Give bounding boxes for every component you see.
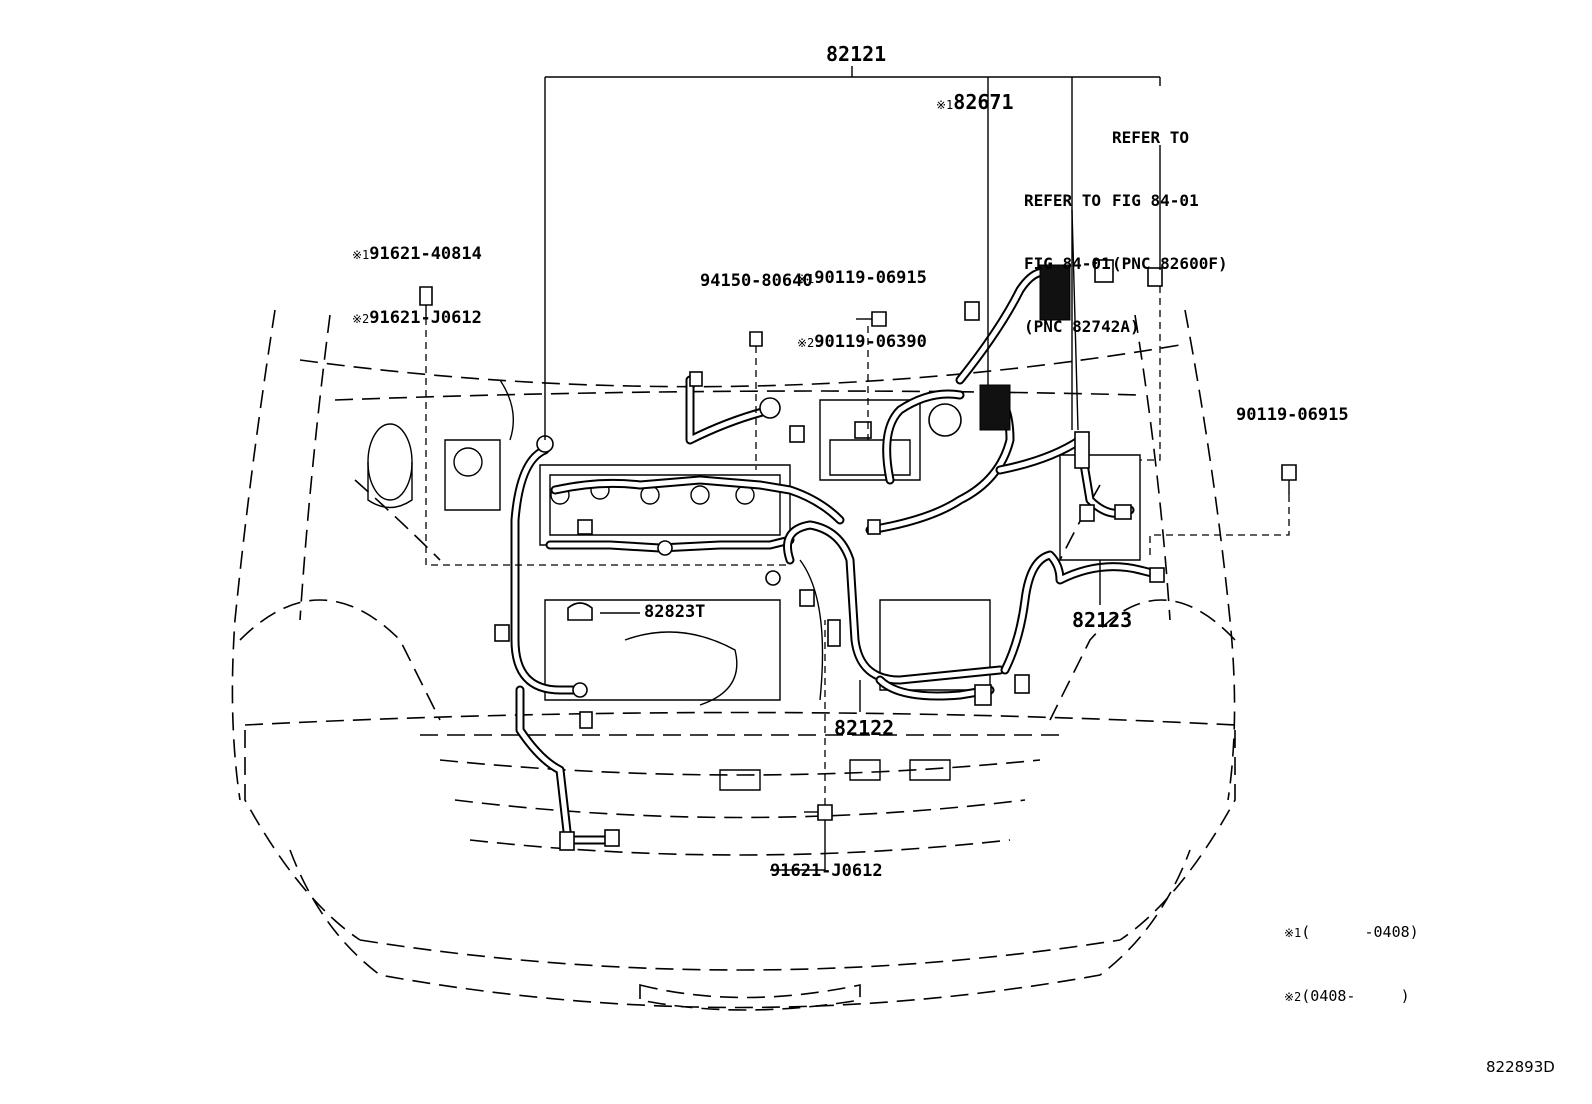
leader-lines — [425, 66, 1290, 871]
reference-line: REFER TO — [1112, 128, 1190, 147]
harness-82123 — [1000, 550, 1165, 675]
reference-note-82600f: REFER TO FIG 84-01 (PNC 82600F) — [1112, 85, 1228, 295]
variant-mark: ※1 — [352, 248, 370, 262]
part-number-82121: 82121 — [826, 42, 887, 66]
part-number-82123: 82123 — [1072, 608, 1133, 632]
legend-mark: ※1 — [1284, 926, 1302, 940]
connectors — [494, 259, 1165, 851]
legend-row: ※2(0408- ) — [1284, 986, 1419, 1008]
part-number-90119-06390: 90119-06390 — [814, 332, 927, 352]
variant-mark: ※1 — [797, 272, 815, 286]
figure-number: 822893D — [1486, 1058, 1555, 1076]
harness-82122 — [783, 520, 1005, 701]
part-number-91621-j0612-bottom: 91621-J0612 — [770, 861, 883, 881]
reference-note-82742a: REFER TO FIG 84-01 (PNC 82742A) — [1024, 148, 1140, 358]
legend-row: ※1( -0408) — [1284, 922, 1419, 944]
part-number-82823t: 82823T — [644, 602, 706, 622]
part-number-91621-j0612: 91621-J0612 — [369, 308, 482, 328]
relay-block-callout: ※182671 — [936, 92, 1014, 113]
legend-mark: ※2 — [1284, 990, 1302, 1004]
part-number-90119-06915-right: 90119-06915 — [1236, 405, 1349, 425]
fasteners — [419, 286, 1297, 821]
variant-mark: ※2 — [797, 336, 815, 350]
vehicle-body-outline — [231, 309, 1236, 1011]
part-number-82671: 82671 — [953, 90, 1014, 114]
part-number-82122: 82122 — [834, 716, 895, 740]
bolt-left-callout: ※191621-40814 ※291621-J0612 — [352, 202, 482, 351]
engine-components — [367, 379, 1141, 791]
variant-mark: ※2 — [352, 312, 370, 326]
variant-mark: ※1 — [936, 98, 954, 112]
variant-legend: ※1( -0408) ※2(0408- ) — [1284, 880, 1419, 1029]
reference-line: (PNC 82600F) — [1112, 254, 1228, 273]
reference-line: (PNC 82742A) — [1024, 317, 1140, 336]
part-number-94150-80640: 94150-80640 — [700, 271, 813, 291]
legend-range: (0408- ) — [1301, 987, 1410, 1005]
legend-range: ( -0408) — [1301, 923, 1419, 941]
reference-line: REFER TO — [1024, 191, 1102, 210]
part-number-91621-40814: 91621-40814 — [369, 244, 482, 264]
part-number-90119-06915: 90119-06915 — [814, 268, 927, 288]
reference-line: FIG 84-01 — [1024, 254, 1111, 273]
bolt-mid-callout: ※190119-06915 ※290119-06390 — [797, 226, 927, 375]
reference-line: FIG 84-01 — [1112, 191, 1199, 210]
